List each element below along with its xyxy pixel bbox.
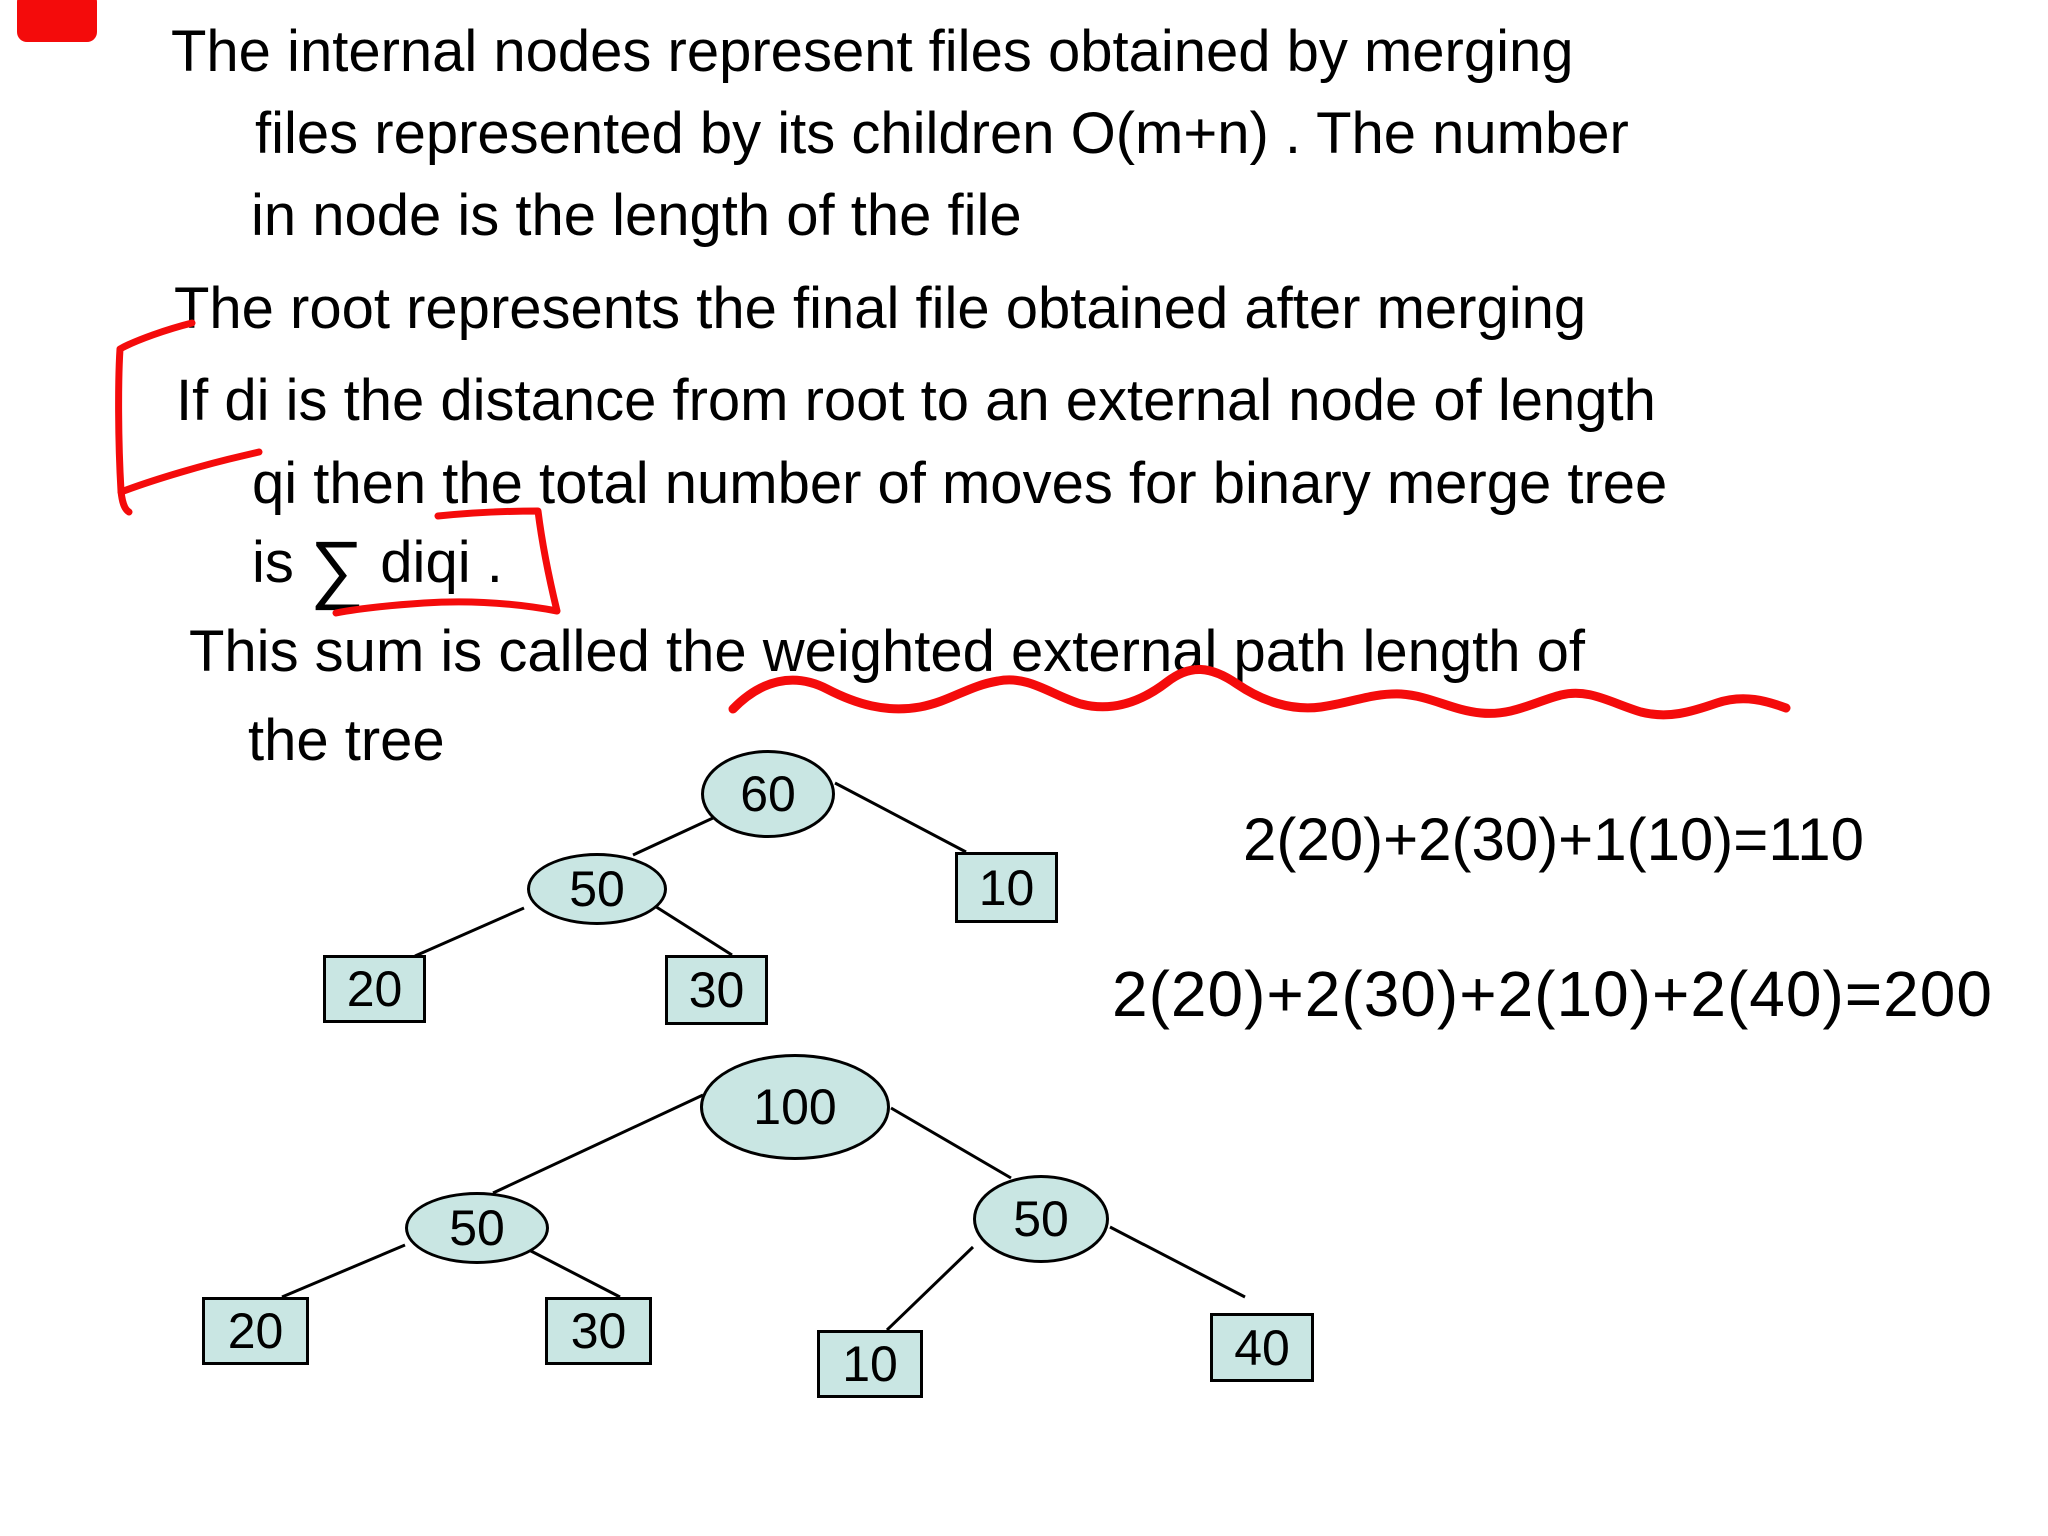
tree2-leaf-node-20: 20 [202, 1297, 309, 1365]
tree2-root-node-100: 100 [700, 1054, 890, 1160]
red-corner-mark-ink [17, 0, 97, 42]
tree1-leaf-node-20: 20 [323, 955, 426, 1023]
text-line: This sum is called the weighted external… [189, 619, 1586, 684]
text-line: the tree [248, 708, 445, 773]
tree2-internal-node-50-left: 50 [405, 1192, 549, 1264]
text-line: files represented by its children O(m+n)… [255, 101, 1629, 166]
tree1-edges [414, 781, 967, 958]
tree2-leaf-node-40: 40 [1210, 1313, 1314, 1382]
tree1-internal-node-50: 50 [527, 853, 667, 925]
weighted-path-formula-200: 2(20)+2(30)+2(10)+2(40)=200 [1112, 958, 1993, 1030]
red-bracket-arm-ink [117, 448, 263, 496]
summation-symbol: ∑ [310, 526, 365, 611]
tree2-leaf-node-30: 30 [545, 1297, 652, 1365]
text-line: The root represents the final file obtai… [174, 276, 1587, 341]
text-line: The internal nodes represent files obtai… [171, 19, 1574, 84]
text-line-sigma: is ∑ diqi . [252, 530, 503, 607]
text-line: in node is the length of the file [251, 183, 1022, 248]
weighted-path-formula-110: 2(20)+2(30)+1(10)=110 [1243, 806, 1864, 873]
text-line: If di is the distance from root to an ex… [176, 368, 1656, 433]
sigma-line-suffix: diqi . [364, 530, 503, 595]
tree1-leaf-node-10: 10 [955, 852, 1058, 923]
tree2-internal-node-50-right: 50 [973, 1175, 1109, 1263]
tree1-leaf-node-30: 30 [665, 955, 768, 1025]
tree1-root-node-60: 60 [701, 750, 835, 838]
text-line: qi then the total number of moves for bi… [252, 451, 1668, 516]
sigma-line-prefix: is [252, 530, 310, 595]
tree2-leaf-node-10: 10 [817, 1330, 923, 1398]
